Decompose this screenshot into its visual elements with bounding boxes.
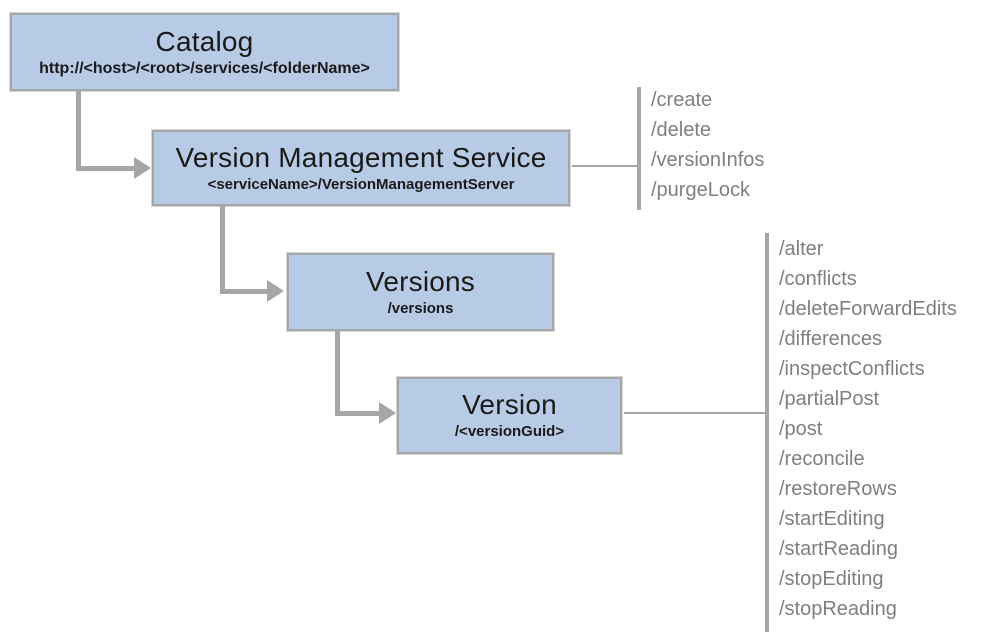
- node-vms-title: Version Management Service: [175, 141, 547, 173]
- node-catalog-title: Catalog: [155, 25, 254, 57]
- operation-item: /startReading: [779, 538, 898, 560]
- branch-version-ops-line: [624, 412, 766, 414]
- operation-item: /purgeLock: [651, 179, 750, 201]
- connector-catalog-vms-vertical: [76, 91, 81, 171]
- operation-item: /delete: [651, 119, 712, 141]
- node-versions: Versions /versions: [287, 253, 554, 331]
- node-version-url: /<versionGuid>: [454, 423, 565, 440]
- operation-item: /restoreRows: [779, 478, 897, 500]
- operation-item: /partialPost: [779, 388, 880, 410]
- operation-item: /differences: [779, 328, 883, 350]
- connector-versions-version-horizontal: [335, 411, 380, 416]
- node-catalog-url: http://<host>/<root>/services/<folderNam…: [39, 59, 370, 77]
- operation-item: /deleteForwardEdits: [779, 298, 957, 320]
- node-versions-title: Versions: [366, 265, 475, 297]
- operation-item: /reconcile: [779, 448, 865, 470]
- operation-item: /stopEditing: [779, 568, 884, 590]
- node-version-title: Version: [462, 389, 557, 420]
- connector-catalog-vms-horizontal: [76, 166, 135, 171]
- operation-item: /post: [779, 418, 823, 440]
- branch-vms-ops-line: [572, 165, 638, 167]
- arrowhead-icon: [134, 157, 151, 179]
- node-vms-url: <serviceName>/VersionManagementServer: [207, 175, 515, 193]
- vms-operations-list: /create/delete/versionInfos/purgeLock: [651, 85, 764, 205]
- operation-item: /inspectConflicts: [779, 358, 925, 380]
- operation-item: /startEditing: [779, 508, 885, 530]
- connector-vms-versions-vertical: [220, 206, 225, 294]
- arrowhead-icon: [379, 402, 396, 424]
- operation-item: /alter: [779, 238, 824, 260]
- operation-item: /stopReading: [779, 598, 897, 620]
- branch-vms-ops-bar: [637, 87, 641, 210]
- node-versions-url: /versions: [387, 299, 454, 317]
- version-operations-list: /alter/conflicts/deleteForwardEdits/diff…: [779, 234, 957, 624]
- operation-item: /conflicts: [779, 268, 857, 290]
- arrowhead-icon: [267, 280, 284, 302]
- node-version: Version /<versionGuid>: [397, 377, 622, 454]
- node-catalog: Catalog http://<host>/<root>/services/<f…: [10, 13, 399, 91]
- operation-item: /create: [651, 89, 713, 111]
- branch-version-ops-bar: [765, 233, 769, 632]
- node-version-management-service: Version Management Service <serviceName>…: [152, 130, 570, 206]
- operation-item: /versionInfos: [651, 149, 765, 171]
- connector-versions-version-vertical: [335, 331, 340, 416]
- connector-vms-versions-horizontal: [220, 289, 268, 294]
